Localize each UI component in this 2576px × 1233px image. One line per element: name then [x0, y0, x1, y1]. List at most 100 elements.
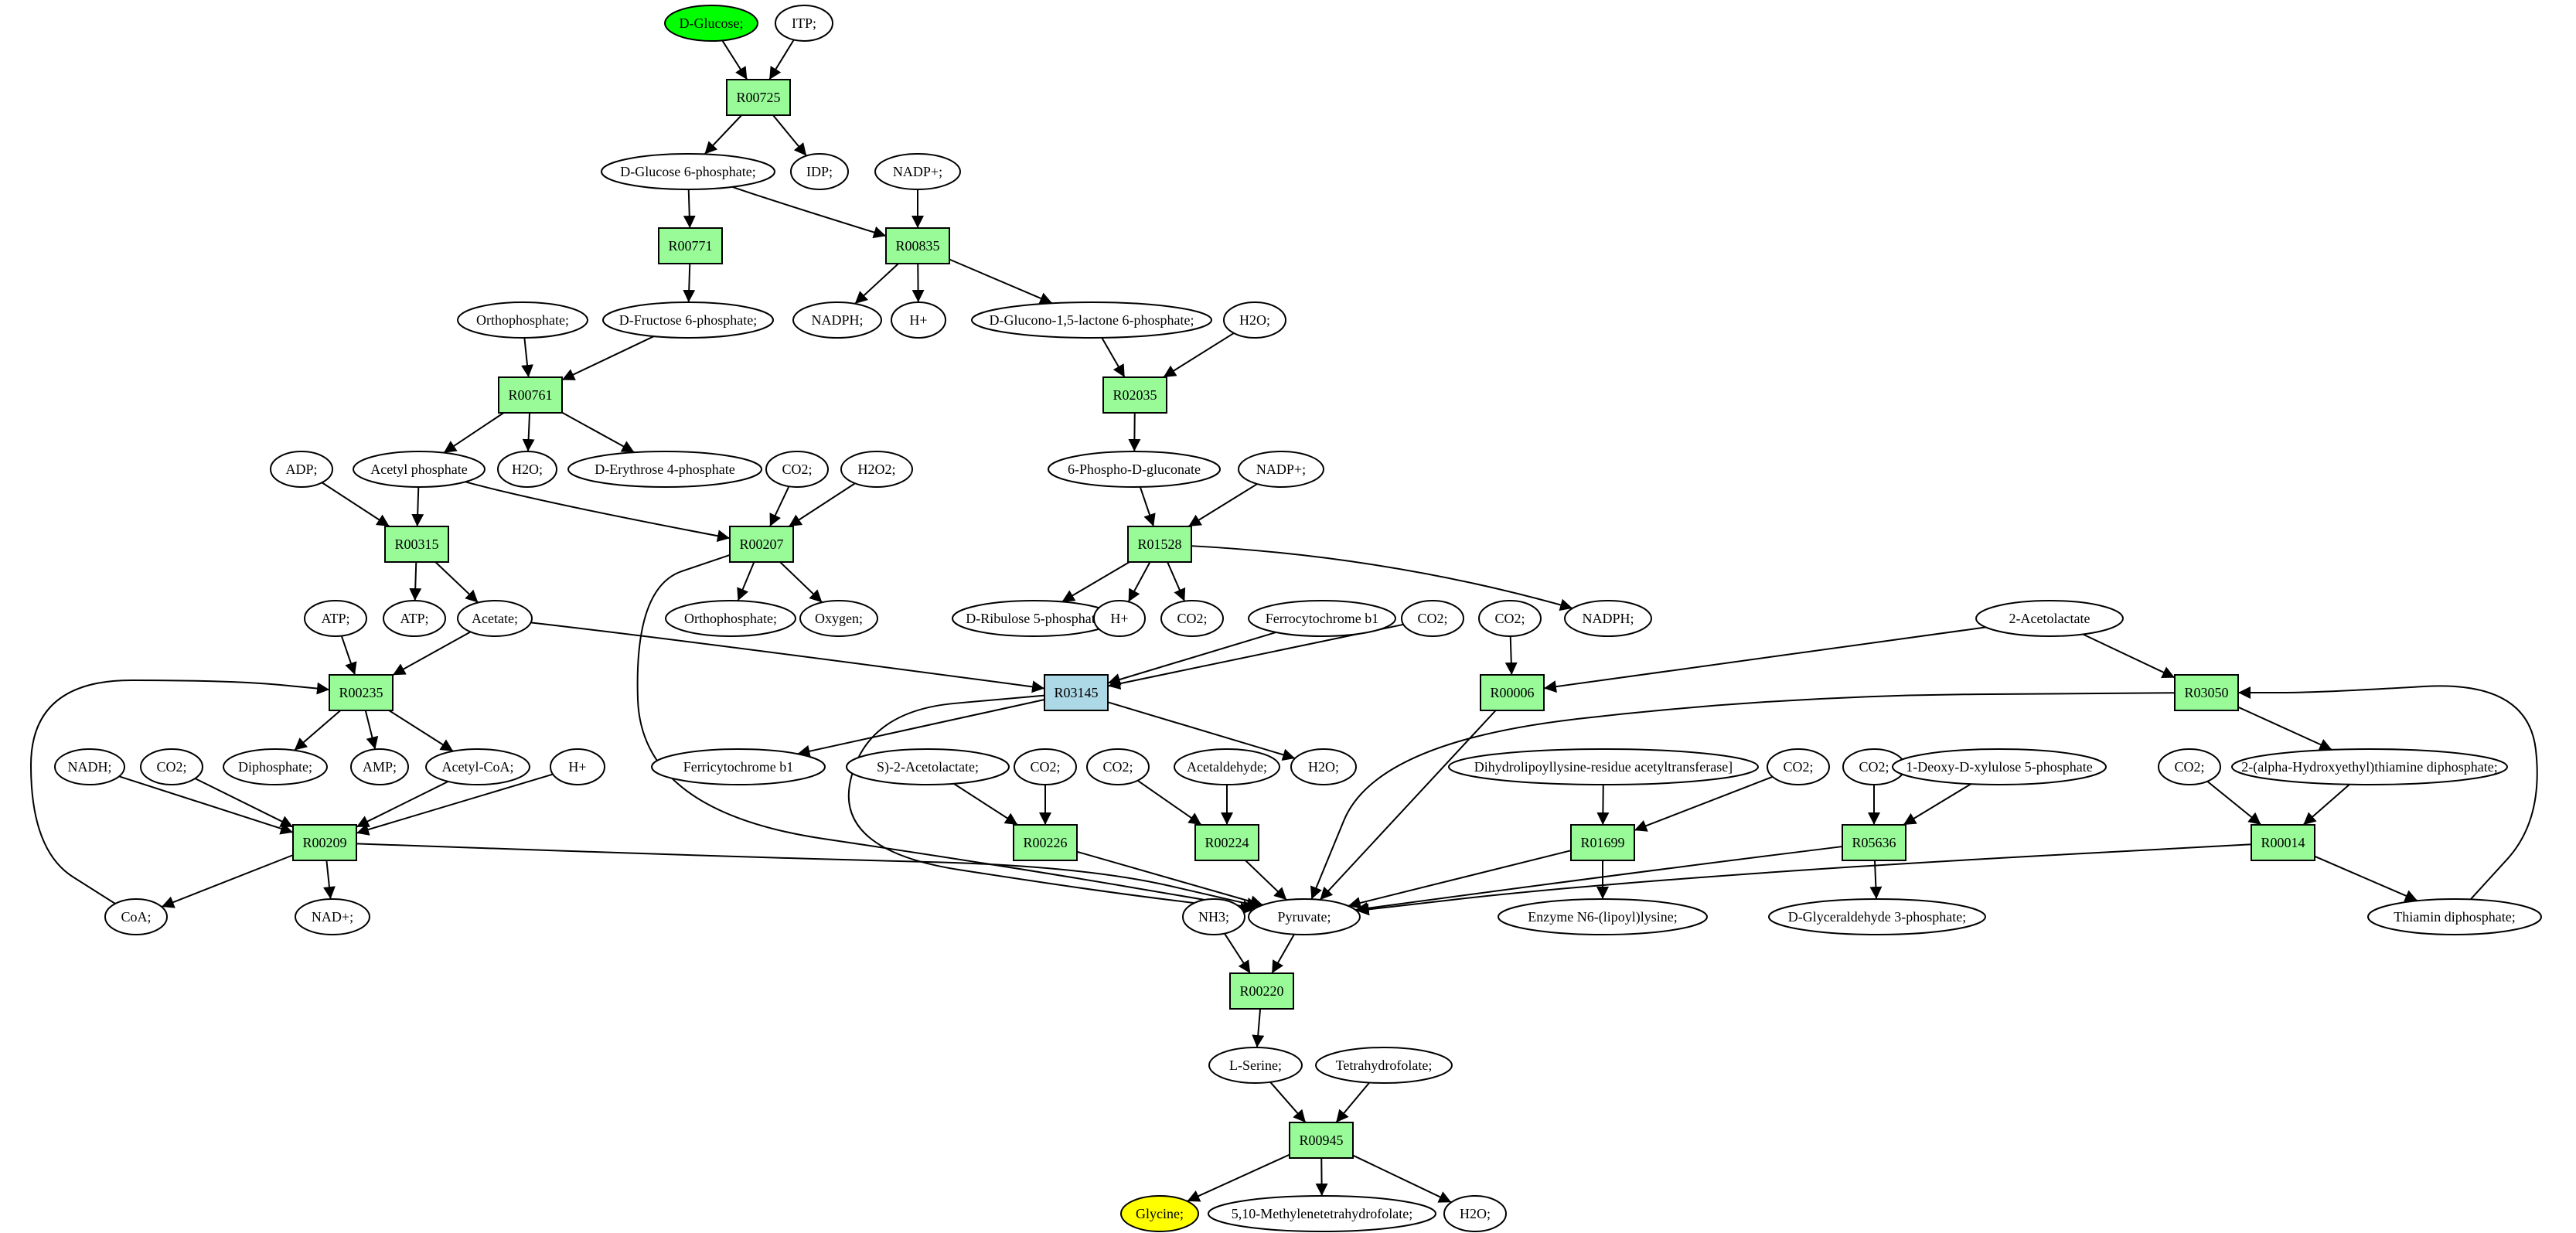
reaction-label: R00226 — [1023, 835, 1067, 850]
reaction-label: R00771 — [668, 238, 712, 254]
metabolite-label: Pyruvate; — [1278, 909, 1331, 925]
metabolite-node: H+ — [891, 301, 946, 339]
metabolite-label: CO2; — [1494, 611, 1525, 626]
metabolite-ellipse — [1498, 898, 1708, 935]
metabolite-ellipse — [425, 748, 530, 785]
node-layer: D-Glucose;ITP;D-Glucose 6-phosphate;IDP;… — [54, 5, 2542, 1232]
reaction-node: R00771 — [658, 227, 723, 264]
metabolite-node: H2O2; — [840, 451, 913, 488]
reaction-label: R00209 — [302, 835, 346, 850]
metabolite-ellipse — [1093, 600, 1146, 637]
edge-R00761-to-m_e4p — [561, 411, 635, 454]
metabolite-label: ADP; — [285, 462, 317, 477]
metabolite-node: Acetaldehyde; — [1174, 748, 1280, 785]
reaction-box — [726, 79, 791, 116]
metabolite-node: CO2; — [1160, 600, 1224, 637]
reaction-node: R00224 — [1194, 824, 1259, 861]
metabolite-ellipse — [1238, 451, 1324, 488]
metabolite-ellipse — [54, 748, 125, 785]
metabolite-node: D-Glucose; — [664, 5, 758, 42]
edge-m_f6p-to-R00761 — [561, 335, 655, 381]
metabolite-node: Acetyl-CoA; — [425, 748, 530, 785]
reaction-box — [292, 824, 357, 861]
metabolite-ellipse — [651, 748, 826, 785]
reaction-box — [1289, 1122, 1354, 1159]
edge-R00761-to-m_h2o2 — [522, 412, 535, 452]
metabolite-node: H+ — [550, 748, 605, 785]
metabolite-label: CO2; — [1783, 759, 1813, 775]
edge-m_h3-to-R00209 — [356, 773, 554, 836]
metabolite-node: 2-(alpha-Hydroxyethyl)thiamine diphospha… — [2231, 748, 2508, 785]
reaction-node: R00220 — [1229, 972, 1294, 1010]
metabolite-node: Diphosphate; — [223, 748, 328, 785]
metabolite-label: H2O; — [1239, 312, 1270, 328]
metabolite-label: Dihydrolipoyllysine-residue acetyltransf… — [1474, 759, 1733, 775]
reaction-label: R03145 — [1054, 685, 1098, 700]
reaction-label: R05636 — [1852, 835, 1896, 850]
metabolite-ellipse — [1975, 600, 2124, 637]
edge-R00220-to-m_ser — [1252, 1008, 1265, 1048]
metabolite-node: NADPH; — [792, 301, 882, 339]
edge-R00835-to-m_glac — [949, 258, 1053, 305]
metabolite-label: CO2; — [1417, 611, 1447, 626]
metabolite-ellipse — [353, 451, 486, 488]
edge-m_pyr-to-R00220 — [1271, 934, 1295, 974]
metabolite-ellipse — [799, 600, 878, 637]
reaction-node: R00207 — [729, 526, 794, 563]
edge-m_dxp-to-R05636 — [1903, 783, 1971, 826]
metabolite-node: CO2; — [2158, 748, 2221, 785]
metabolite-ellipse — [1014, 748, 1077, 785]
edge-m_saclac-to-R00226 — [953, 782, 1018, 826]
metabolite-ellipse — [1208, 1047, 1303, 1084]
metabolite-ellipse — [840, 451, 913, 488]
edge-m_aclac-to-R00006 — [1543, 626, 1986, 693]
metabolite-ellipse — [550, 748, 605, 785]
metabolite-ellipse — [1443, 1195, 1507, 1232]
edge-m_glc-to-R00725 — [721, 39, 748, 80]
metabolite-ellipse — [383, 600, 446, 637]
reaction-label: R00224 — [1205, 835, 1249, 850]
edge-m_glac-to-R02035 — [1101, 337, 1126, 378]
metabolite-ellipse — [457, 600, 533, 637]
reaction-node: R00226 — [1013, 824, 1078, 861]
metabolite-label: 2-Acetolactate — [2009, 611, 2090, 626]
metabolite-label: Ferrocytochrome b1 — [1266, 611, 1378, 626]
metabolite-ellipse — [350, 748, 409, 785]
metabolite-label: Tetrahydrofolate; — [1336, 1058, 1433, 1073]
reaction-label: R00761 — [508, 387, 552, 403]
edge-R00014-to-m_tpp — [2314, 855, 2418, 902]
metabolite-ellipse — [665, 600, 796, 637]
reaction-node: R03050 — [2174, 674, 2239, 711]
edge-m_co2a-to-R00207 — [769, 485, 790, 527]
edge-R00835-to-m_nadph1 — [854, 263, 899, 305]
metabolite-label: Diphosphate; — [238, 759, 312, 775]
edge-m_acet-to-R03145 — [530, 622, 1045, 693]
reaction-box — [1570, 824, 1635, 861]
metabolite-label: NH3; — [1198, 909, 1229, 925]
reaction-box — [1194, 824, 1259, 861]
reaction-label: R00207 — [739, 536, 783, 552]
metabolite-label: D-Ribulose 5-phosphate — [966, 611, 1101, 626]
reaction-box — [2251, 824, 2315, 861]
edge-m_co2g-to-R00224 — [1136, 779, 1202, 826]
metabolite-ellipse — [1048, 451, 1221, 488]
edge-m_g6p-to-R00771 — [683, 189, 696, 229]
edge-m_atp1-to-R00235 — [340, 635, 357, 676]
metabolite-label: NADH; — [68, 759, 112, 775]
edge-R05636-to-m_gap — [1869, 860, 1883, 900]
edge-R03050-to-m_pyr — [1310, 692, 2176, 900]
metabolite-node: Enzyme N6-(lipoyl)lysine; — [1498, 898, 1708, 935]
edge-m_nadp2-to-R01528 — [1187, 483, 1258, 527]
metabolite-node: CO2; — [765, 451, 829, 488]
metabolite-node: ITP; — [775, 5, 833, 42]
reaction-node: R01528 — [1127, 526, 1192, 563]
metabolite-node: 2-Acetolactate — [1975, 600, 2124, 637]
metabolite-label: H2O; — [1460, 1206, 1491, 1221]
edge-R01528-to-m_nadph2 — [1191, 545, 1573, 611]
metabolite-label: CO2; — [1859, 759, 1889, 775]
metabolite-node: 5,10-Methylenetetrahydrofolate; — [1208, 1195, 1436, 1232]
metabolite-node: Acetate; — [457, 600, 533, 637]
edge-R01699-to-m_pyr — [1348, 850, 1572, 909]
edge-R00209-to-m_pyr — [356, 843, 1259, 910]
metabolite-label: NAD+; — [312, 909, 353, 925]
